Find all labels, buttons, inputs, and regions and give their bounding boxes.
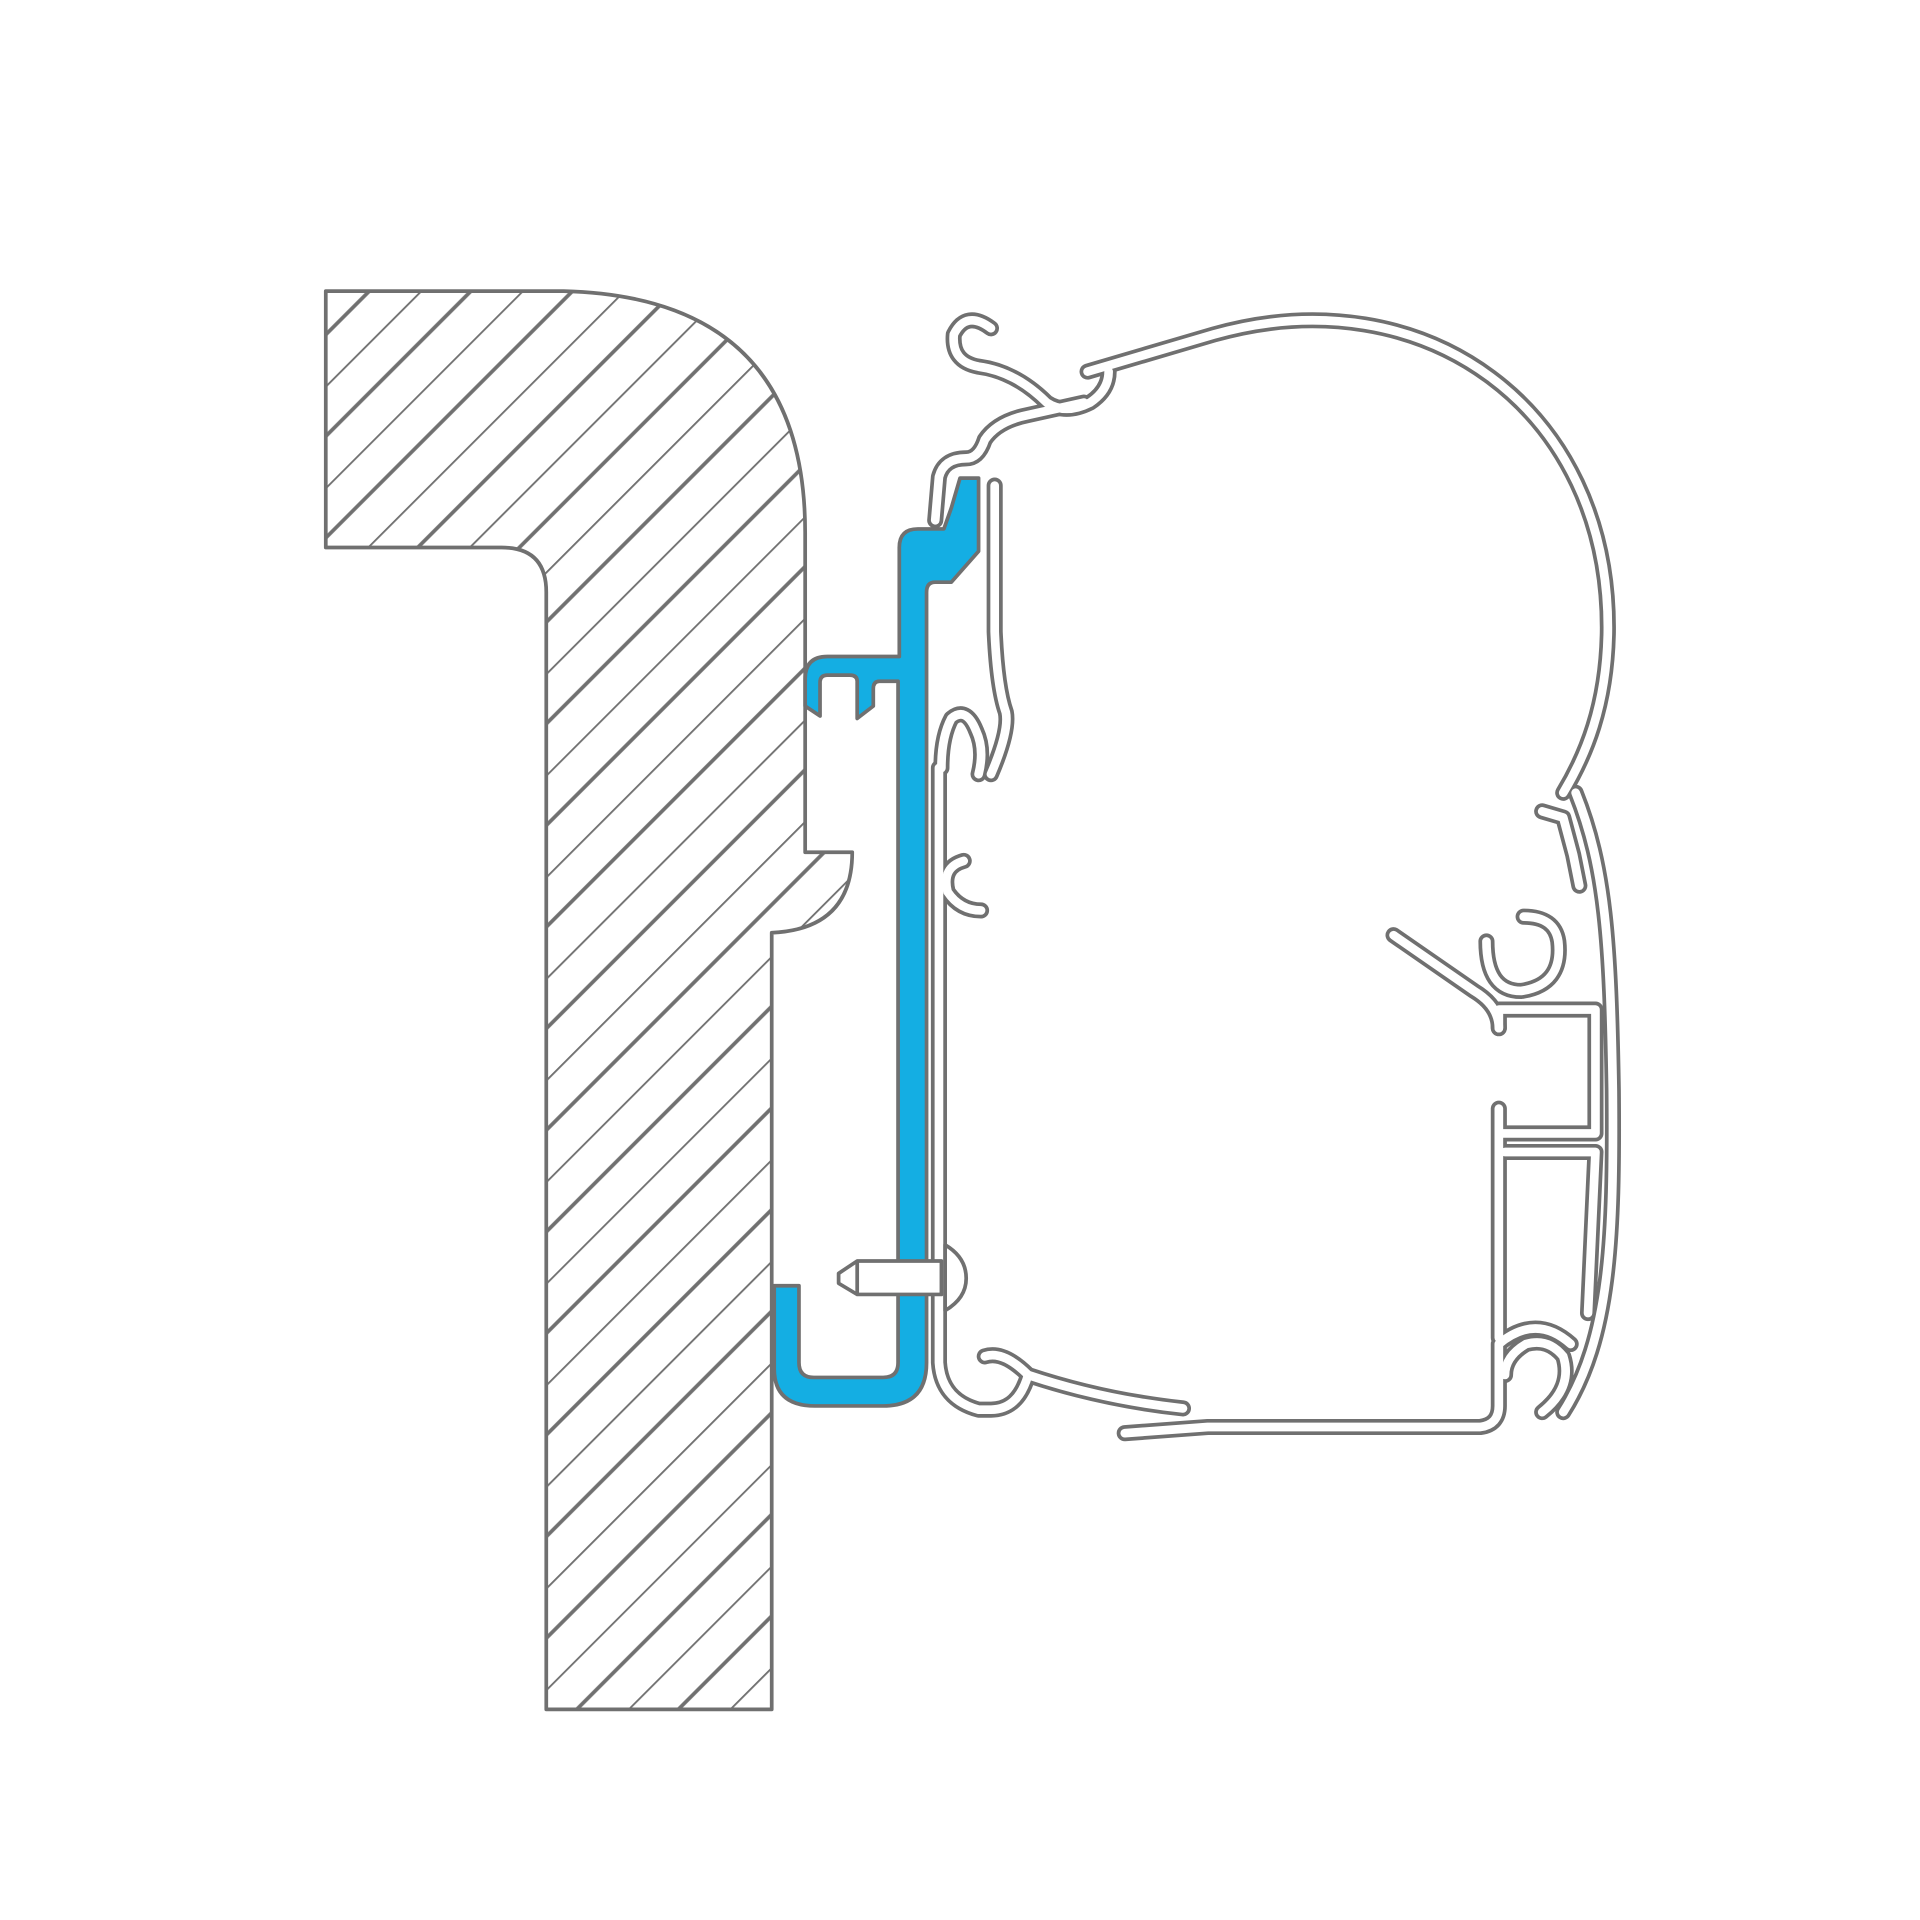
inner-frame-box bbox=[1490, 1001, 1604, 1142]
wall-section bbox=[323, 289, 855, 1712]
wall-body bbox=[323, 289, 855, 1712]
awning-profile bbox=[927, 312, 1622, 1442]
clip-lower bbox=[1496, 1143, 1604, 1322]
shell-top bbox=[1079, 312, 1616, 801]
screw bbox=[836, 1243, 969, 1313]
screw-shank bbox=[836, 1259, 944, 1297]
adapter-rail bbox=[772, 476, 981, 1408]
screw-head bbox=[943, 1243, 969, 1313]
adapter-profile bbox=[772, 476, 981, 1408]
